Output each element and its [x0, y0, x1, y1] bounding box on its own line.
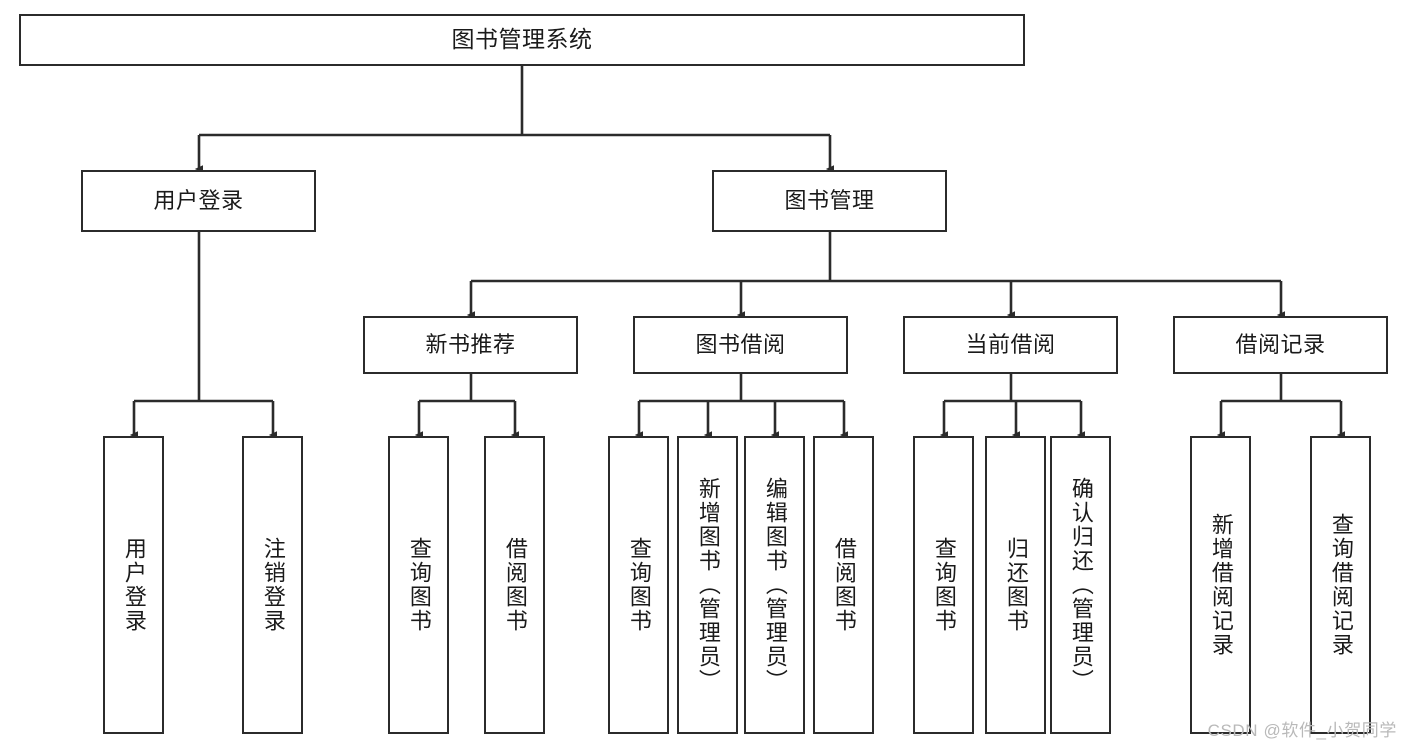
node-book-borrow[interactable]: 图书借阅 — [633, 316, 848, 374]
node-label: 借阅记录 — [1235, 332, 1326, 358]
node-leaf-query-record[interactable]: 查询借阅记录 — [1310, 436, 1371, 734]
node-label: 新增借阅记录 — [1208, 513, 1234, 657]
node-borrow-record[interactable]: 借阅记录 — [1173, 316, 1388, 374]
node-label: 图书借阅 — [695, 332, 786, 358]
node-leaf-edit-book[interactable]: 编辑图书（管理员） — [744, 436, 805, 734]
node-leaf-add-record[interactable]: 新增借阅记录 — [1190, 436, 1251, 734]
node-label: 查询图书 — [406, 537, 432, 633]
node-label: 编辑图书（管理员） — [762, 477, 788, 693]
node-leaf-query-book-3[interactable]: 查询图书 — [913, 436, 974, 734]
node-label: 新书推荐 — [425, 332, 516, 358]
node-leaf-user-login[interactable]: 用户登录 — [103, 436, 164, 734]
csdn-watermark: CSDN @软件_小贺同学 — [1207, 721, 1397, 740]
node-book-manage[interactable]: 图书管理 — [712, 170, 947, 232]
node-leaf-confirm-return[interactable]: 确认归还（管理员） — [1050, 436, 1111, 734]
node-leaf-borrow-book-1[interactable]: 借阅图书 — [484, 436, 545, 734]
node-root[interactable]: 图书管理系统 — [19, 14, 1025, 66]
node-label: 图书管理系统 — [451, 26, 593, 53]
node-new-book-recommend[interactable]: 新书推荐 — [363, 316, 578, 374]
node-label: 用户登录 — [121, 537, 147, 633]
node-label: 查询图书 — [931, 537, 957, 633]
node-label: 查询借阅记录 — [1328, 513, 1354, 657]
node-leaf-add-book[interactable]: 新增图书（管理员） — [677, 436, 738, 734]
node-label: 注销登录 — [260, 537, 286, 633]
node-leaf-query-book-2[interactable]: 查询图书 — [608, 436, 669, 734]
node-leaf-borrow-book-2[interactable]: 借阅图书 — [813, 436, 874, 734]
node-user-login[interactable]: 用户登录 — [81, 170, 316, 232]
node-leaf-return-book[interactable]: 归还图书 — [985, 436, 1046, 734]
node-label: 借阅图书 — [831, 537, 857, 633]
node-label: 归还图书 — [1003, 537, 1029, 633]
node-label: 用户登录 — [153, 188, 244, 214]
node-leaf-query-book-1[interactable]: 查询图书 — [388, 436, 449, 734]
node-leaf-user-logout[interactable]: 注销登录 — [242, 436, 303, 734]
node-label: 当前借阅 — [965, 332, 1056, 358]
node-label: 新增图书（管理员） — [695, 477, 721, 693]
node-label: 查询图书 — [626, 537, 652, 633]
node-label: 图书管理 — [784, 188, 875, 214]
node-label: 确认归还（管理员） — [1068, 477, 1094, 693]
node-current-borrow[interactable]: 当前借阅 — [903, 316, 1118, 374]
node-label: 借阅图书 — [502, 537, 528, 633]
